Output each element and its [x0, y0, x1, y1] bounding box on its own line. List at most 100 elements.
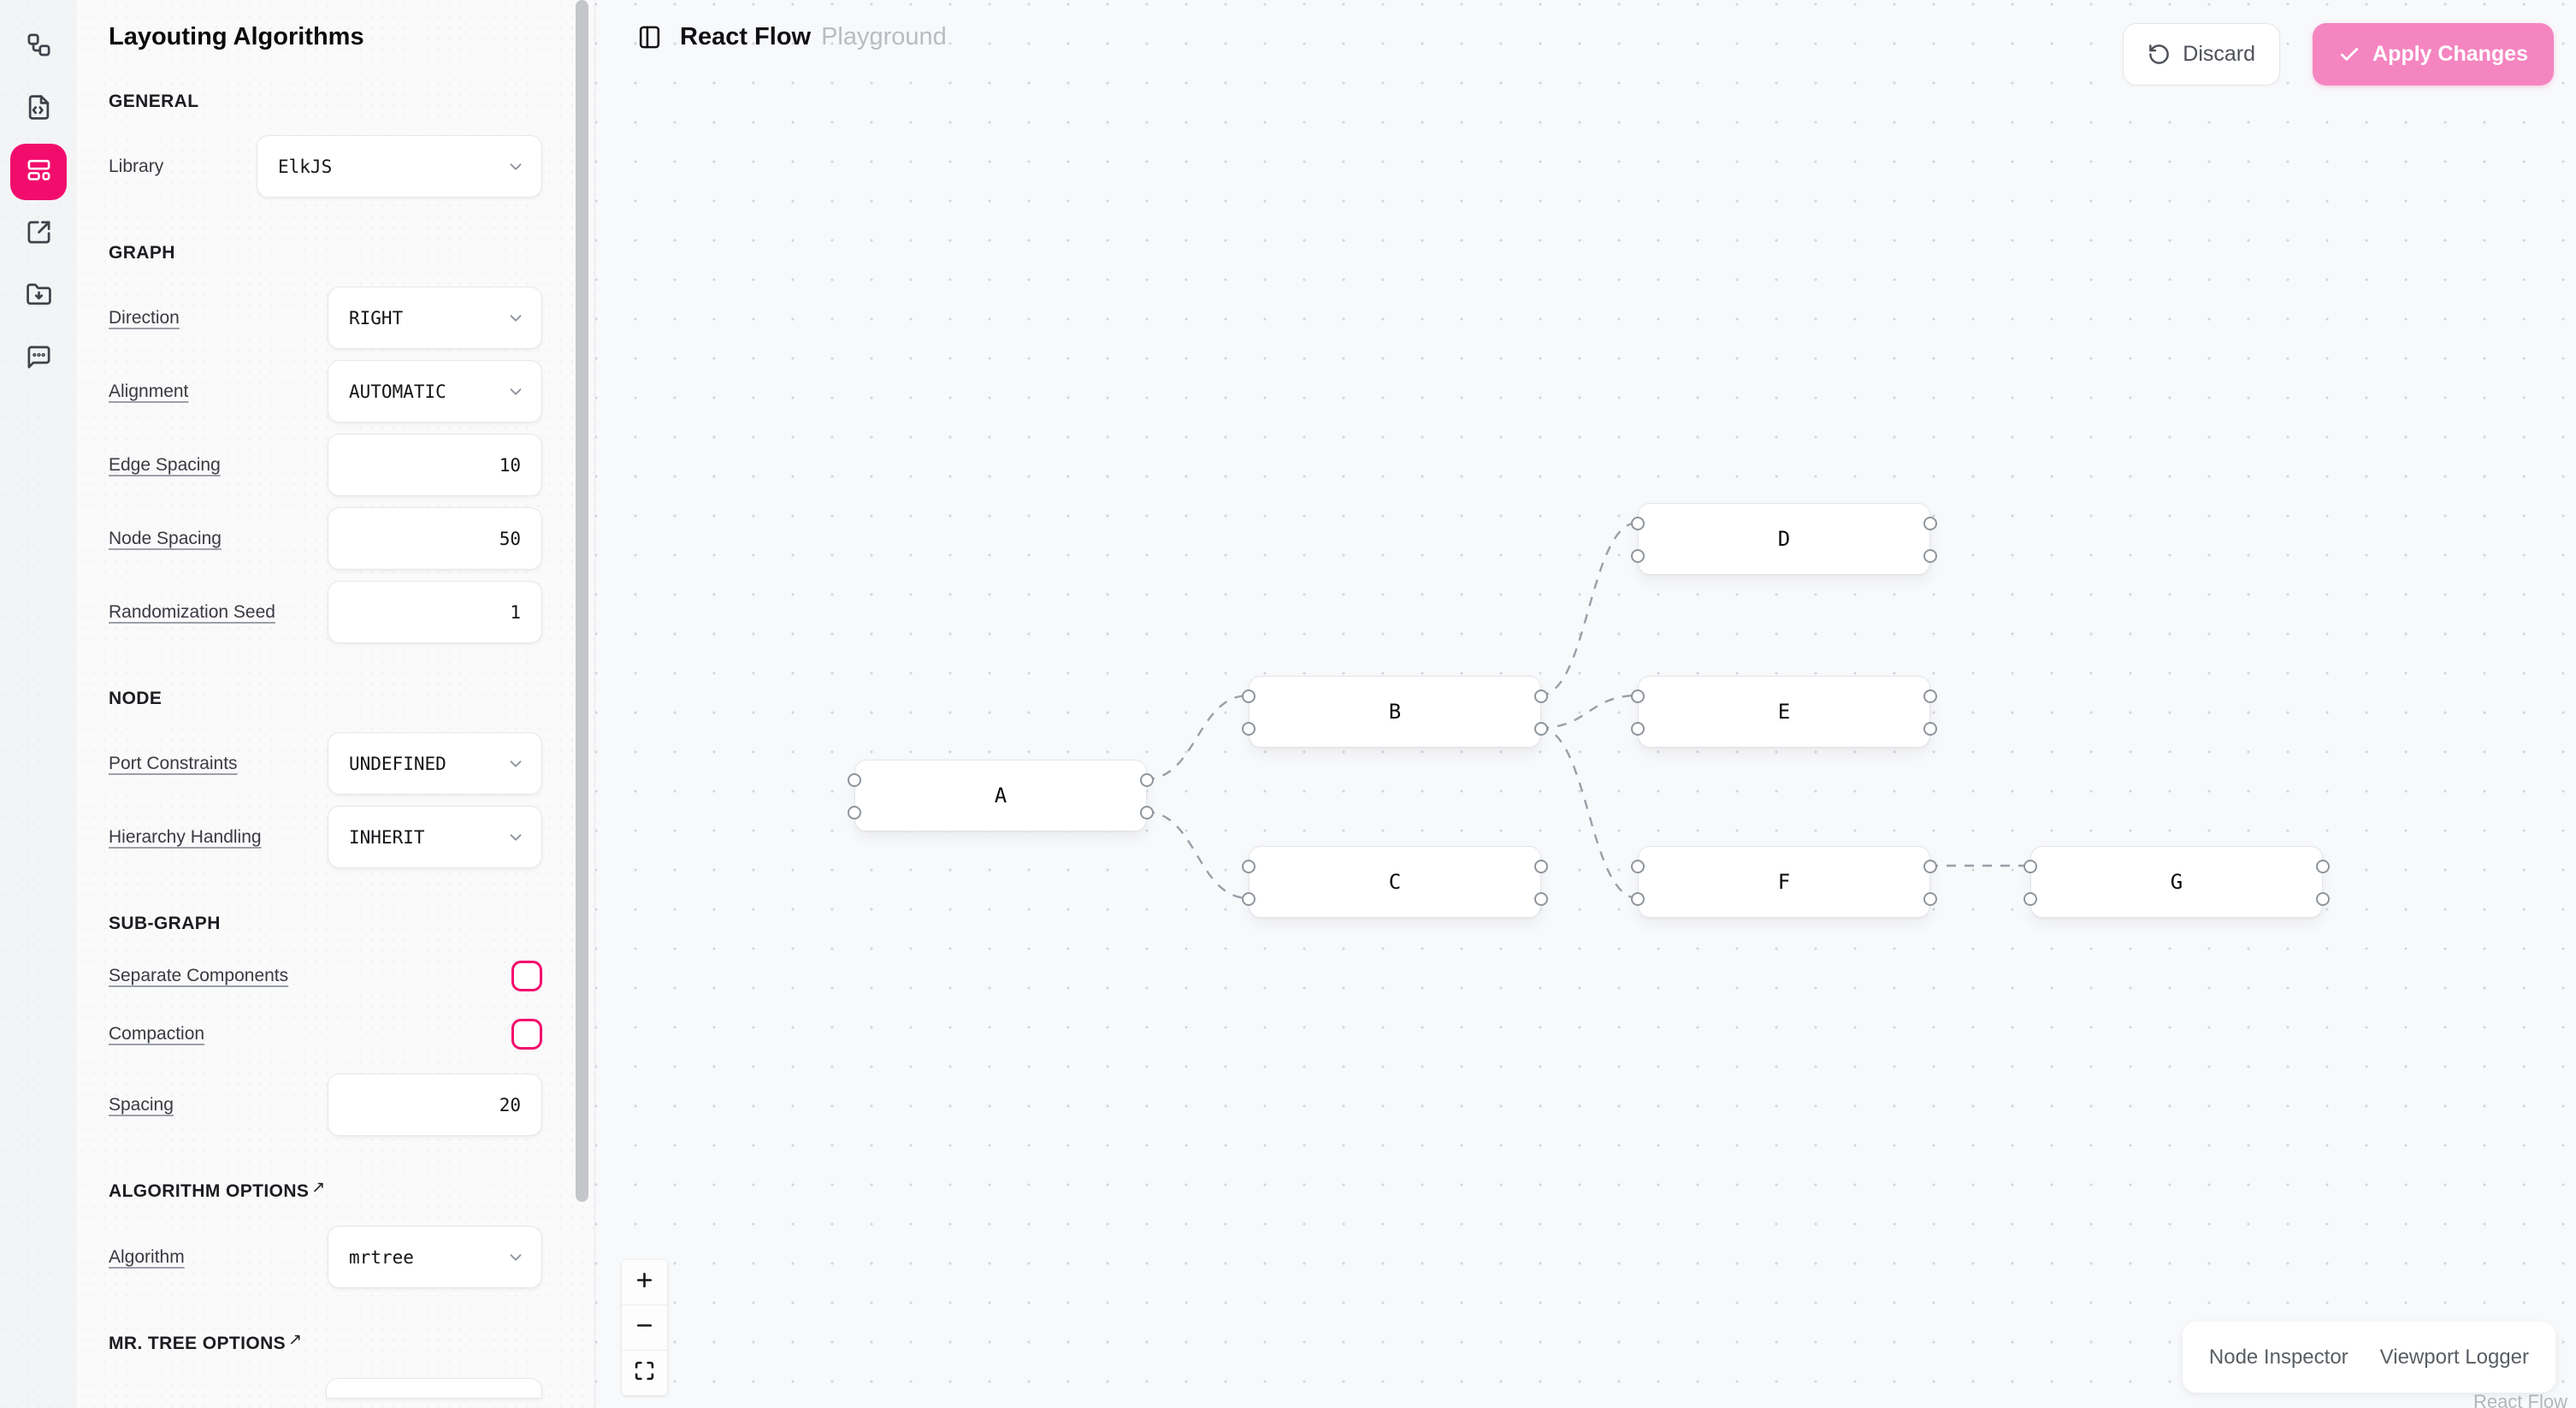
node-handle-left-top[interactable]: [848, 772, 861, 787]
flow-edge-A-C[interactable]: [1144, 810, 1250, 900]
node-handle-left-bottom[interactable]: [1631, 891, 1645, 906]
app-brand: React Flow: [680, 22, 812, 50]
algorithm-select[interactable]: mrtree: [328, 1226, 542, 1288]
alignment-select[interactable]: AUTOMATIC: [328, 360, 542, 423]
sidebar-item-folder-download[interactable]: [10, 269, 67, 325]
node-handle-right-top[interactable]: [1923, 689, 1937, 703]
chevron-down-icon: [506, 309, 525, 328]
rotate-ccw-icon: [2149, 44, 2170, 64]
compaction-checkbox[interactable]: [511, 1019, 542, 1050]
node-handle-left-top[interactable]: [2024, 859, 2037, 873]
edge-spacing-input[interactable]: 10: [328, 434, 542, 496]
node-inspector-toggle[interactable]: Node Inspector: [2208, 1345, 2349, 1369]
flow-node-A[interactable]: A: [848, 760, 1154, 831]
node-handle-left-bottom[interactable]: [1242, 891, 1256, 906]
node-handle-left-bottom[interactable]: [1631, 548, 1645, 563]
zoom-out-button[interactable]: [622, 1304, 667, 1350]
apply-changes-button[interactable]: Apply Changes: [2313, 23, 2554, 86]
sidebar-item-message-dots[interactable]: [10, 331, 67, 387]
node-spacing-input[interactable]: 50: [328, 507, 542, 570]
viewport-logger-toggle[interactable]: Viewport Logger: [2379, 1345, 2529, 1369]
node-label: B: [1388, 700, 1402, 724]
node-handle-right-bottom[interactable]: [1534, 721, 1548, 736]
selected-value: RIGHT: [349, 307, 404, 328]
chevron-down-icon: [506, 754, 525, 773]
node-handle-right-bottom[interactable]: [2316, 891, 2330, 906]
label-alignment: Alignment: [109, 381, 189, 401]
node-handle-left-bottom[interactable]: [1631, 721, 1645, 736]
section-header[interactable]: MR. TREE OPTIONS↗: [109, 1331, 303, 1353]
sidebar-item-workflow[interactable]: [10, 19, 67, 75]
flow-edge-B-D[interactable]: [1539, 521, 1639, 697]
flow-edge-B-E[interactable]: [1539, 694, 1639, 730]
row-compaction: Compaction: [109, 1015, 542, 1053]
node-handle-right-top[interactable]: [1923, 516, 1937, 530]
external-link-icon: [26, 219, 52, 250]
label-algorithm: Algorithm: [109, 1246, 185, 1267]
flow-node-G[interactable]: G: [2024, 846, 2330, 918]
plus-icon: [634, 1269, 655, 1295]
node-handle-left-top[interactable]: [1242, 859, 1256, 873]
label-spacing: Spacing: [109, 1094, 174, 1115]
panel-title: Layouting Algorithms: [109, 23, 364, 50]
node-label: A: [994, 784, 1007, 808]
hierarchy-handling-select[interactable]: INHERIT: [328, 806, 542, 868]
node-handle-left-bottom[interactable]: [848, 805, 861, 819]
fit-view-button[interactable]: [622, 1350, 667, 1395]
node-handle-left-bottom[interactable]: [1242, 721, 1256, 736]
label-edge-spacing: Edge Spacing: [109, 454, 221, 475]
port-constraints-select[interactable]: UNDEFINED: [328, 732, 542, 795]
section-header: SUB-GRAPH: [109, 914, 221, 933]
flow-node-B[interactable]: B: [1242, 676, 1548, 748]
node-handle-right-bottom[interactable]: [1534, 891, 1548, 906]
node-handle-left-top[interactable]: [1631, 689, 1645, 703]
section-header: NODE: [109, 689, 162, 708]
flow-node-F[interactable]: F: [1631, 846, 1937, 918]
node-handle-left-top[interactable]: [1631, 859, 1645, 873]
node-handle-right-bottom[interactable]: [1923, 891, 1937, 906]
node-handle-right-top[interactable]: [1534, 859, 1548, 873]
label-randomization-seed: Randomization Seed: [109, 601, 275, 622]
sidebar-item-layout-panel[interactable]: [10, 144, 67, 200]
randomization-seed-input[interactable]: 1: [328, 581, 542, 643]
zoom-in-button[interactable]: [622, 1260, 667, 1304]
flow-node-C[interactable]: C: [1242, 846, 1548, 918]
sidebar-item-file-code[interactable]: [10, 81, 67, 138]
flow-node-D[interactable]: D: [1631, 503, 1937, 575]
discard-button[interactable]: Discard: [2123, 23, 2281, 86]
section-header: GRAPH: [109, 243, 175, 263]
cut-off-control[interactable]: [326, 1378, 542, 1399]
selected-value: INHERIT: [349, 826, 425, 848]
folder-download-icon: [26, 281, 52, 312]
panel-scrollbar[interactable]: [576, 0, 588, 1202]
row-randomization-seed: Randomization Seed 1: [109, 581, 542, 643]
separate-components-checkbox[interactable]: [511, 961, 542, 991]
node-handle-right-top[interactable]: [1923, 859, 1937, 873]
label-library: Library: [109, 156, 164, 176]
node-handle-left-bottom[interactable]: [2024, 891, 2037, 906]
node-handle-right-bottom[interactable]: [1140, 805, 1154, 819]
library-select[interactable]: ElkJS: [257, 135, 542, 198]
flow-node-E[interactable]: E: [1631, 676, 1937, 748]
direction-select[interactable]: RIGHT: [328, 287, 542, 349]
flow-edge-B-F[interactable]: [1539, 726, 1639, 900]
node-handle-right-top[interactable]: [1534, 689, 1548, 703]
node-handle-right-bottom[interactable]: [1923, 721, 1937, 736]
node-handle-left-top[interactable]: [1631, 516, 1645, 530]
node-handle-right-top[interactable]: [2316, 859, 2330, 873]
selected-value: UNDEFINED: [349, 753, 446, 774]
node-handle-right-top[interactable]: [1140, 772, 1154, 787]
section-header[interactable]: ALGORITHM OPTIONS↗: [109, 1179, 326, 1201]
node-handle-right-bottom[interactable]: [1923, 548, 1937, 563]
spacing-input[interactable]: 20: [328, 1074, 542, 1136]
node-handle-left-top[interactable]: [1242, 689, 1256, 703]
panel-toggle-icon[interactable]: [636, 22, 665, 51]
flow-edge-A-B[interactable]: [1144, 694, 1250, 781]
selected-value: AUTOMATIC: [349, 381, 446, 402]
sidebar-item-external-link[interactable]: [10, 206, 67, 263]
